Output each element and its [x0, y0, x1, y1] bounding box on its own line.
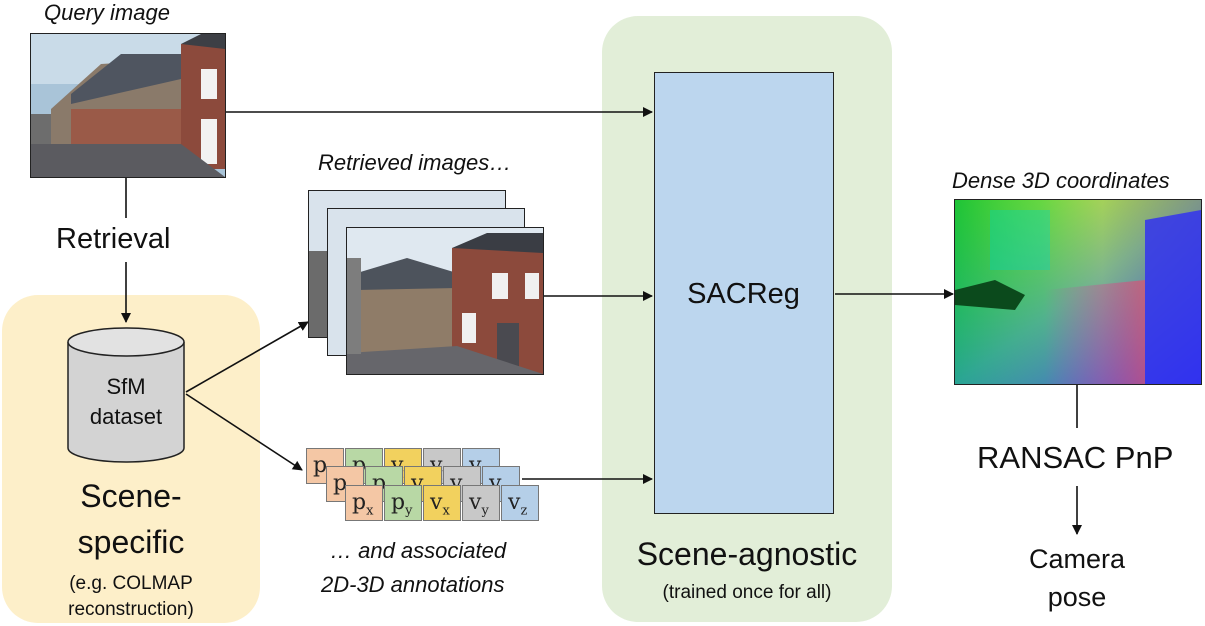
annotation-symbol: v: [430, 490, 443, 515]
annotation-subscript: y: [481, 503, 489, 519]
annotation-cell: vx: [423, 485, 461, 521]
camera-pose-line2: pose: [1047, 582, 1107, 612]
scene-specific-title-line2: specific: [77, 524, 185, 560]
annotation-symbol: p: [333, 471, 348, 496]
annotations-label-line1: … and associated: [330, 538, 507, 563]
scene-specific-sub-line1: (e.g. COLMAP: [69, 573, 193, 594]
retrieved-image-front: [346, 227, 544, 375]
annotation-symbol: v: [469, 490, 482, 515]
query-image-label: Query image: [44, 0, 170, 25]
scene-specific-title-line1: Scene-: [80, 478, 182, 514]
retrieval-label: Retrieval: [56, 223, 171, 255]
scene-agnostic-title: Scene-agnostic: [636, 536, 858, 572]
annotation-subscript: x: [366, 503, 374, 519]
dense-3d-map-art: [955, 200, 1201, 384]
annotation-cell: vy: [462, 485, 500, 521]
sacreg-label: SACReg: [687, 278, 800, 310]
sfm-database-icon: [67, 327, 185, 463]
retrieved-photo-art-3: [347, 228, 543, 374]
database-label-line2: dataset: [89, 404, 163, 429]
annotation-cell: px: [345, 485, 383, 521]
dense-3d-coordinates-map: [954, 199, 1202, 385]
scene-specific-sub-line2: reconstruction): [68, 599, 194, 620]
database-label-line1: SfM: [106, 374, 146, 399]
annotation-symbol: p: [391, 490, 406, 515]
ransac-pnp-label: RANSAC PnP: [977, 440, 1174, 475]
annotations-label-line2: 2D-3D annotations: [321, 572, 505, 597]
annotation-subscript: z: [520, 503, 528, 519]
annotation-cell: py: [384, 485, 422, 521]
annotation-subscript: y: [405, 503, 413, 519]
scene-agnostic-subtitle: (trained once for all): [662, 582, 832, 603]
annotation-symbol: p: [352, 490, 367, 515]
query-photo-art: [31, 34, 225, 177]
retrieved-images-label: Retrieved images…: [318, 150, 512, 175]
annotation-symbol: p: [313, 453, 328, 478]
camera-pose-line1: Camera: [1028, 544, 1126, 574]
dense-3d-label: Dense 3D coordinates: [952, 168, 1170, 193]
annotation-cell: vz: [501, 485, 539, 521]
query-image: [30, 33, 226, 178]
annotation-subscript: x: [442, 503, 450, 519]
annotation-symbol: v: [508, 490, 521, 515]
sacreg-block: SACReg: [654, 72, 834, 514]
